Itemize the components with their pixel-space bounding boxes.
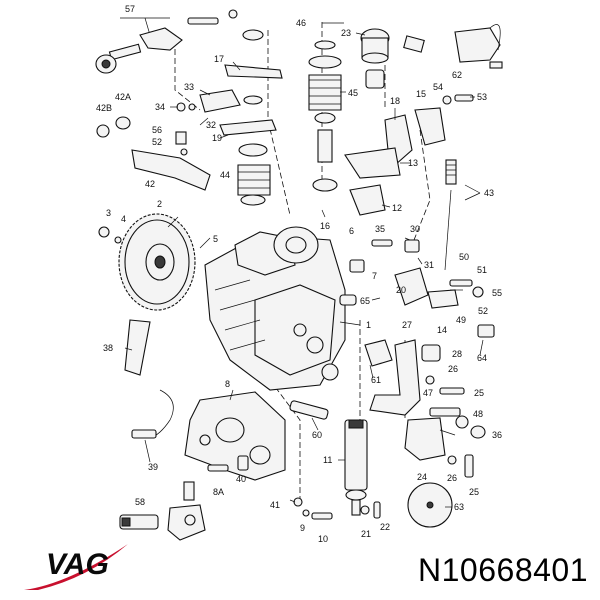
spring-stack-44 [237,29,271,206]
callout-21: 21 [361,529,371,539]
bracket-8 [184,391,286,481]
brackets-right [344,94,474,216]
callout-30: 30 [410,224,420,234]
leader-lines [124,22,484,508]
callout-24: 24 [417,472,427,482]
callout-8A: 8A [213,487,224,497]
callout-labels: 57 46 23 17 33 45 62 42A 42B 34 56 52 32… [96,4,502,544]
callout-39: 39 [148,462,158,472]
lever-27 [364,339,465,416]
callout-16: 16 [320,221,330,231]
callout-4: 4 [121,214,126,224]
callout-26: 26 [448,364,458,374]
callout-27: 27 [402,320,412,330]
callout-23: 23 [341,28,351,38]
callout-50: 50 [459,252,469,262]
callout-52: 52 [152,137,162,147]
bracket-24 [404,417,474,478]
callout-20: 20 [396,285,406,295]
callout-54: 54 [433,82,443,92]
callout-38: 38 [103,343,113,353]
callout-58: 58 [135,497,145,507]
pump-body-1 [204,226,346,391]
callout-42: 42 [145,179,155,189]
callout-45: 45 [348,88,358,98]
callout-48: 48 [473,409,483,419]
damper-11 [344,419,368,516]
callout-19: 19 [212,133,222,143]
bracket-57 [95,17,183,74]
callout-26-lower: 26 [447,473,457,483]
callout-5: 5 [213,234,218,244]
callout-9: 9 [300,523,305,533]
callout-15: 15 [416,89,426,99]
callout-56: 56 [152,125,162,135]
callout-6: 6 [349,226,354,236]
disc-63 [407,482,453,528]
callout-53: 53 [477,92,487,102]
parts-47-48-36 [429,407,486,439]
callout-44: 44 [220,170,230,180]
callout-31: 31 [424,260,434,270]
callout-1: 1 [366,320,371,330]
timing-gear-2 [98,213,196,311]
callout-34: 34 [155,102,165,112]
spring-rod-43 [444,159,457,271]
callout-28: 28 [452,349,462,359]
spring-stack-45 [308,40,342,192]
callout-10: 10 [318,534,328,544]
callout-65: 65 [360,296,370,306]
callout-47: 47 [423,388,433,398]
callout-36: 36 [492,430,502,440]
callout-33: 33 [184,82,194,92]
callout-2: 2 [157,199,162,209]
bolt-top [187,9,238,25]
brand-name: VAG [46,548,109,581]
brand-logo: VAG [24,544,128,590]
callout-18: 18 [390,96,400,106]
small-parts-left [96,102,211,191]
callout-40: 40 [236,474,246,484]
callout-25: 25 [474,388,484,398]
lever-assembly [199,64,283,136]
part-number: N10668401 [418,552,588,588]
callout-22: 22 [380,522,390,532]
callout-42A: 42A [115,92,131,102]
callout-46: 46 [296,18,306,28]
callout-55: 55 [492,288,502,298]
fasteners-right [339,239,495,338]
callout-49: 49 [456,315,466,325]
callout-35: 35 [375,224,385,234]
callout-63: 63 [454,502,464,512]
sensor-60 [289,400,329,420]
callout-42B: 42B [96,103,112,113]
callout-57: 57 [125,4,135,14]
solenoid-23 [360,28,390,89]
callout-17: 17 [214,54,224,64]
callout-12: 12 [392,203,402,213]
callout-32: 32 [206,120,216,130]
callout-52-right: 52 [478,306,488,316]
callout-7: 7 [372,271,377,281]
fasteners-bottom [293,497,381,520]
rod-38-39 [124,319,174,439]
callout-60: 60 [312,430,322,440]
parts-40-8A [207,455,249,472]
callout-13: 13 [408,158,418,168]
callout-8: 8 [225,379,230,389]
callout-61: 61 [371,375,381,385]
connector-62 [403,24,503,69]
fitting-58 [119,481,206,541]
callout-51: 51 [477,265,487,275]
callout-41: 41 [270,500,280,510]
callout-3: 3 [106,208,111,218]
callout-14: 14 [437,325,447,335]
callout-25-lower: 25 [469,487,479,497]
callout-11: 11 [323,455,332,465]
callout-62: 62 [452,70,462,80]
callout-43: 43 [484,188,494,198]
callout-64: 64 [477,353,487,363]
